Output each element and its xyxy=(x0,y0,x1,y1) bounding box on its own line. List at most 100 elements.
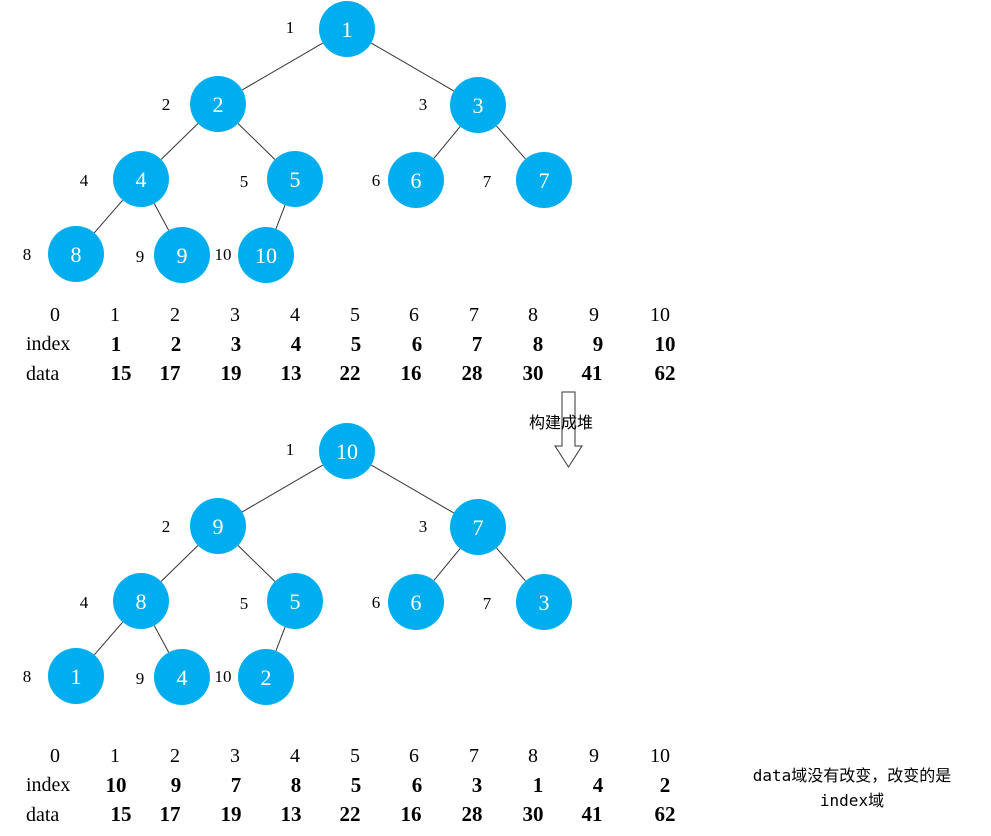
table-header-cell: 4 xyxy=(290,304,300,326)
data-cell: 15 xyxy=(111,802,132,826)
data-cell: 62 xyxy=(655,802,676,826)
tree-node: 5 xyxy=(267,573,323,629)
index-cell: 6 xyxy=(412,332,423,356)
node-circle xyxy=(48,648,104,704)
node-value: 3 xyxy=(539,590,550,615)
data-cell: 28 xyxy=(462,361,483,385)
tree-edge xyxy=(433,548,461,581)
table-header-cell: 3 xyxy=(230,304,240,326)
tree-node: 2 xyxy=(238,649,294,705)
tree-node: 7 xyxy=(450,499,506,555)
node-circle xyxy=(516,574,572,630)
node-circle xyxy=(48,226,104,282)
tree-edge xyxy=(496,547,526,582)
node-value: 8 xyxy=(136,589,147,614)
node-value: 5 xyxy=(290,167,301,192)
table-header-cell: 0 xyxy=(50,745,60,767)
data-cell: 16 xyxy=(401,361,422,385)
tree-node: 7 xyxy=(516,152,572,208)
tree-edge xyxy=(153,203,170,231)
build-heap-arrow: 构建成堆 xyxy=(529,391,593,468)
node-value: 10 xyxy=(336,439,358,464)
node-position-label: 5 xyxy=(240,172,249,191)
node-value: 9 xyxy=(213,514,224,539)
index-cell: 9 xyxy=(593,332,604,356)
data-cell: 30 xyxy=(523,361,544,385)
table-header-cell: 6 xyxy=(409,304,419,326)
tree-edge xyxy=(93,199,124,234)
node-value: 5 xyxy=(290,589,301,614)
node-position-label: 2 xyxy=(162,95,171,114)
table-header-cell: 8 xyxy=(528,304,538,326)
tree-node: 3 xyxy=(516,574,572,630)
data-cell: 62 xyxy=(655,361,676,385)
index-row-label: index xyxy=(26,774,70,796)
note-line-1: data域没有改变，改变的是 xyxy=(753,766,952,785)
node-circle xyxy=(190,498,246,554)
node-position-label: 2 xyxy=(162,517,171,536)
tree-node: 1 xyxy=(48,648,104,704)
data-cell: 22 xyxy=(340,802,361,826)
index-cell: 2 xyxy=(660,773,671,797)
index-cell: 8 xyxy=(291,773,302,797)
tree-edge xyxy=(237,123,276,160)
tree-node: 10 xyxy=(319,423,375,479)
table-header-cell: 1 xyxy=(110,304,120,326)
node-circle xyxy=(238,649,294,705)
node-value: 1 xyxy=(342,17,353,42)
tree-edge xyxy=(237,545,276,582)
table-header-cell: 5 xyxy=(350,304,360,326)
tree-edge xyxy=(370,464,455,514)
data-cell: 17 xyxy=(160,802,181,826)
node-value: 7 xyxy=(539,168,550,193)
node-value: 10 xyxy=(255,243,277,268)
data-cell: 41 xyxy=(582,802,603,826)
table-header-cell: 9 xyxy=(589,304,599,326)
node-value: 7 xyxy=(473,515,484,540)
tree-edge xyxy=(93,621,124,656)
tree-node: 10 xyxy=(238,227,294,283)
node-circle xyxy=(154,227,210,283)
node-value: 6 xyxy=(411,590,422,615)
table-header-cell: 1 xyxy=(110,745,120,767)
node-circle xyxy=(319,1,375,57)
tree-node: 8 xyxy=(48,226,104,282)
index-cell: 5 xyxy=(351,332,362,356)
tree-edge xyxy=(496,125,526,160)
down-arrow-icon xyxy=(554,391,583,468)
node-value: 2 xyxy=(261,665,272,690)
node-position-label: 8 xyxy=(23,245,32,264)
index-cell: 1 xyxy=(533,773,544,797)
tree-edge xyxy=(433,126,461,159)
tree-edge xyxy=(153,625,170,653)
index-cell: 5 xyxy=(351,773,362,797)
data-cell: 15 xyxy=(111,361,132,385)
note-line-2: index域 xyxy=(820,791,884,810)
node-value: 2 xyxy=(213,92,224,117)
data-cell: 17 xyxy=(160,361,181,385)
node-position-label: 8 xyxy=(23,667,32,686)
data-cell: 41 xyxy=(582,361,603,385)
node-position-label: 1 xyxy=(286,440,295,459)
tree-node: 4 xyxy=(154,649,210,705)
index-cell: 7 xyxy=(472,332,483,356)
node-circle xyxy=(113,151,169,207)
index-cell: 9 xyxy=(171,773,182,797)
node-position-label: 9 xyxy=(136,669,145,688)
node-position-label: 10 xyxy=(215,667,232,686)
node-position-label: 4 xyxy=(80,593,89,612)
data-cell: 16 xyxy=(401,802,422,826)
node-value: 4 xyxy=(136,167,147,192)
node-circle xyxy=(450,77,506,133)
index-cell: 3 xyxy=(231,332,242,356)
tree-node: 5 xyxy=(267,151,323,207)
table-header-cell: 0 xyxy=(50,304,60,326)
node-position-label: 7 xyxy=(483,172,492,191)
node-value: 8 xyxy=(71,242,82,267)
tree-node: 6 xyxy=(388,574,444,630)
node-position-label: 1 xyxy=(286,18,295,37)
tree-node: 4 xyxy=(113,151,169,207)
